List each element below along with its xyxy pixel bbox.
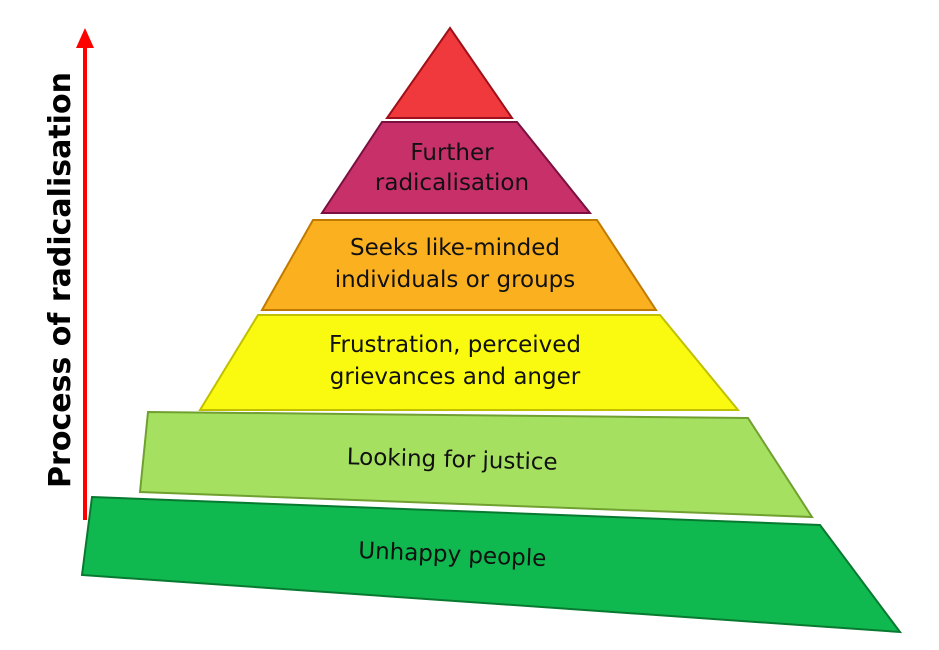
- level-4-shape: [138, 410, 814, 519]
- level-4-label: Looking for justice: [346, 444, 557, 476]
- level-3-label-line1: Frustration, perceived: [329, 332, 581, 358]
- level-3-shape: [198, 314, 741, 411]
- level-1-label-line1: Further: [410, 140, 494, 166]
- level-5-shape: [80, 495, 903, 634]
- level-2-label-line2: individuals or groups: [335, 267, 576, 293]
- level-1-shape: [320, 121, 593, 214]
- level-3-label-line2: grievances and anger: [330, 364, 581, 390]
- level-1-label-line2: radicalisation: [375, 170, 529, 196]
- level-0-shape: [385, 26, 514, 119]
- level-2-shape: [260, 219, 658, 311]
- axis-label: Process of radicalisation: [43, 72, 78, 488]
- progress-arrow: [76, 28, 94, 520]
- level-2-label-line1: Seeks like-minded: [350, 235, 560, 261]
